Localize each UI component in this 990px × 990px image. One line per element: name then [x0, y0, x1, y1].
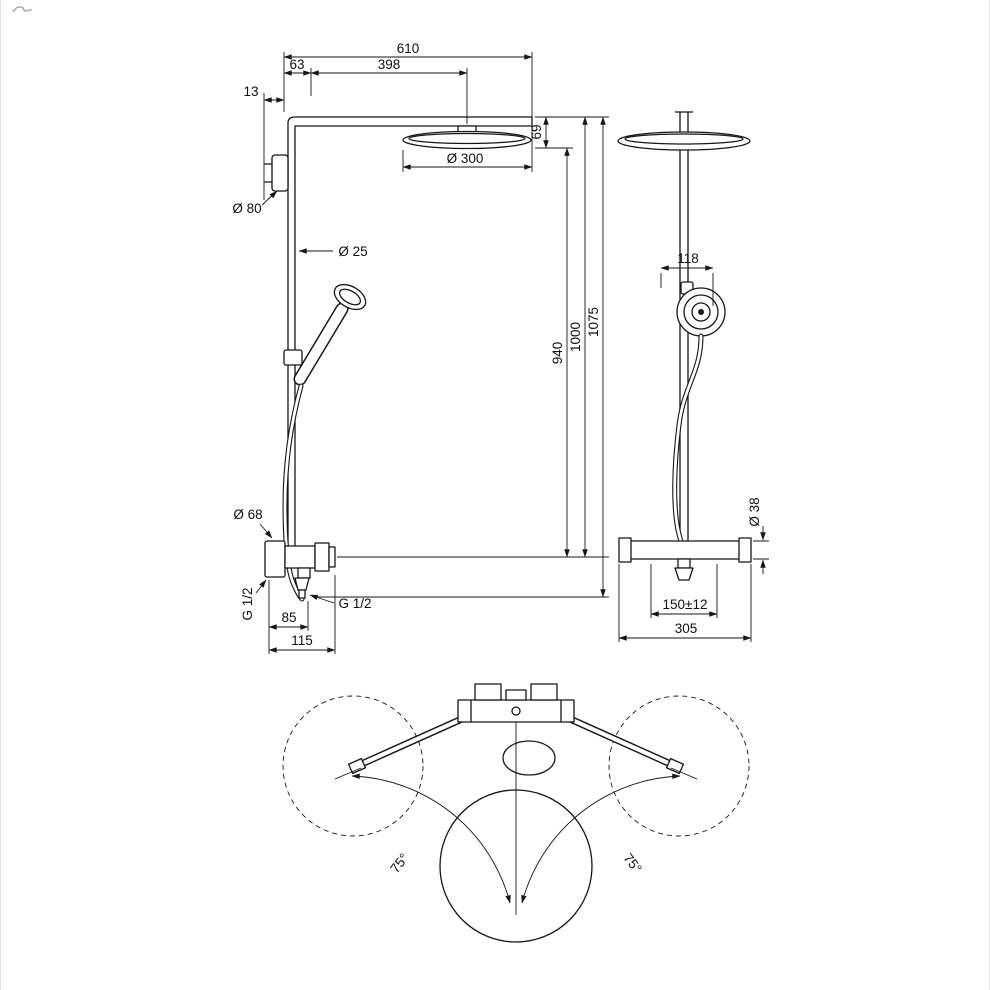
- g12-left-label: G 1/2: [240, 587, 255, 620]
- dim-150-label: 150±12: [663, 597, 708, 612]
- hose-port: [297, 567, 311, 579]
- dim-940-label: 940: [550, 342, 565, 365]
- dim-1000-label: 1000: [568, 322, 583, 352]
- valve-body-side: [620, 540, 750, 560]
- angle-left-label: 75°: [387, 851, 411, 876]
- wall-bracket: [271, 154, 289, 192]
- handshower-head: [333, 283, 367, 311]
- dia-80-label: Ø 80: [232, 201, 261, 216]
- valve-escutcheon: [264, 540, 286, 578]
- riser-pipe-side: [679, 150, 689, 541]
- swivel-view: 75° 75°: [282, 683, 750, 943]
- dia-38-label: Ø 38: [747, 497, 762, 526]
- outlet-plan: [502, 740, 556, 776]
- dim-398-label: 398: [378, 57, 401, 72]
- dia-25-label: Ø 25: [338, 244, 367, 259]
- valve-nut: [314, 542, 330, 572]
- corner-mark: [12, 6, 33, 13]
- handshower-face: [676, 287, 726, 337]
- side-dimension-lines: [618, 265, 769, 642]
- overhead-shower: [402, 130, 532, 150]
- side-structure: [617, 111, 752, 581]
- swivel-dimension-lines: [351, 773, 681, 904]
- g12-right-label: G 1/2: [338, 596, 371, 611]
- handle-left-plan: [474, 683, 502, 701]
- dim-305-label: 305: [675, 621, 698, 636]
- handshower-holder: [283, 349, 303, 366]
- dim-115-label: 115: [291, 633, 313, 648]
- dia-68-label: Ø 68: [233, 507, 262, 522]
- dia-300-label: Ø 300: [447, 151, 484, 166]
- front-dimension-lines: [255, 52, 609, 654]
- side-labels: 118 Ø 38 150±12 305: [663, 251, 762, 636]
- dim-13-label: 13: [243, 84, 258, 99]
- dim-69-label: 69: [529, 124, 544, 139]
- front-labels: 610 63 398 13 Ø 80 Ø 25 Ø 300 69 940 100…: [232, 41, 601, 648]
- swivel-structure: [282, 683, 750, 943]
- dim-118-label: 118: [677, 251, 699, 266]
- front-structure: [263, 93, 533, 602]
- dim-85-label: 85: [281, 610, 296, 625]
- valve-body: [284, 545, 316, 569]
- dim-63-label: 63: [289, 57, 304, 72]
- front-view: 610 63 398 13 Ø 80 Ø 25 Ø 300 69 940 100…: [232, 41, 609, 654]
- angle-right-label: 75°: [620, 851, 644, 876]
- side-view: 118 Ø 38 150±12 305: [617, 111, 769, 642]
- overhead-shower-side: [617, 131, 751, 151]
- dim-1075-label: 1075: [586, 307, 601, 337]
- dim-610-label: 610: [397, 41, 420, 56]
- handle-right-plan: [530, 683, 558, 701]
